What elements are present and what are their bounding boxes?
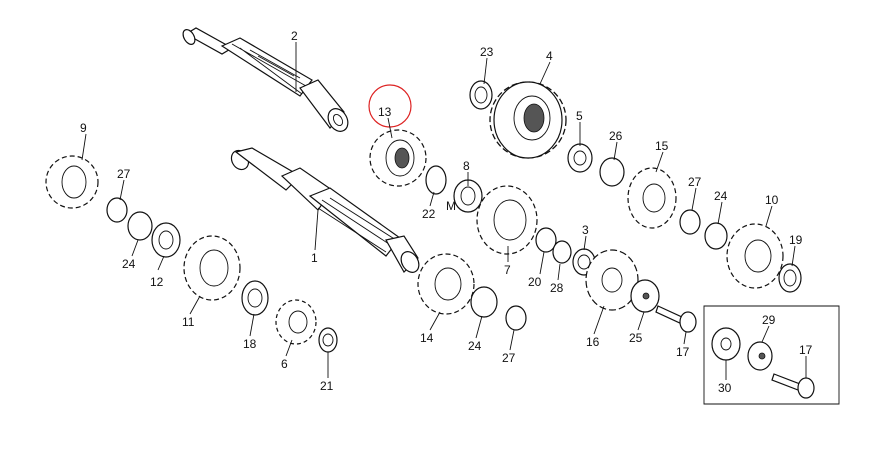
label-part-16: 16 (586, 335, 600, 349)
label-part-27-mid: 27 (502, 351, 516, 365)
label-part-11: 11 (182, 315, 195, 329)
part-27-clip-left (106, 197, 128, 223)
part-5-bushing (567, 143, 593, 173)
part-labels: 2 13 23 4 5 26 15 27 24 10 19 9 27 8 22 … (80, 29, 813, 395)
label-part-7: 7 (504, 263, 511, 277)
leader-lines (81, 42, 807, 380)
label-part-21: 21 (320, 379, 334, 393)
label-part-15: 15 (655, 139, 669, 153)
label-part-22: 22 (422, 207, 436, 221)
part-28-washer (552, 240, 572, 264)
label-part-13: 13 (378, 105, 392, 119)
part-19-washer (778, 263, 802, 293)
part-9-gear (45, 155, 99, 209)
label-part-3: 3 (582, 223, 589, 237)
label-part-6: 6 (281, 357, 288, 371)
label-part-23: 23 (480, 45, 494, 59)
part-10-gear (726, 223, 784, 289)
part-23-washer (469, 80, 493, 110)
label-part-12: 12 (150, 275, 164, 289)
part-30-washer (711, 327, 741, 361)
label-part-24-mid: 24 (468, 339, 482, 353)
label-part-24-left: 24 (122, 257, 136, 271)
label-part-14: 14 (420, 331, 434, 345)
label-part-1: 1 (311, 251, 318, 265)
part-27-clip-mid (505, 305, 527, 331)
label-part-27-right: 27 (688, 175, 702, 189)
part-24-washer-left (127, 211, 153, 241)
part-29-plate (747, 341, 773, 371)
label-part-19: 19 (789, 233, 803, 247)
part-24-washer-mid (470, 286, 498, 318)
label-part-9: 9 (80, 121, 87, 135)
label-part-17: 17 (676, 345, 690, 359)
label-part-25: 25 (629, 331, 643, 345)
label-part-5: 5 (576, 109, 583, 123)
label-part-29: 29 (762, 313, 776, 327)
label-part-17-inset: 17 (799, 343, 813, 357)
label-part-10: 10 (765, 193, 779, 207)
part-24-washer-right (704, 222, 728, 250)
label-part-18: 18 (243, 337, 257, 351)
part-4-gear (489, 81, 567, 159)
part-1-countershaft (230, 147, 420, 273)
label-part-4: 4 (546, 49, 553, 63)
part-25-plate (630, 279, 660, 313)
part-17-bolt-inset (771, 373, 815, 399)
part-14-gear (417, 253, 475, 315)
label-part-26: 26 (609, 129, 623, 143)
part-17-bolt (655, 305, 697, 333)
label-part-20: 20 (528, 275, 542, 289)
label-part-2: 2 (291, 29, 298, 43)
part-13-gear (369, 129, 427, 187)
part-12-bushing (151, 222, 181, 258)
label-part-24-right: 24 (714, 189, 728, 203)
part-18-washer (241, 280, 269, 316)
part-7-gear (476, 185, 538, 255)
label-part-8: 8 (463, 159, 470, 173)
part-11-gear (183, 235, 241, 301)
part-2-mainshaft (182, 27, 349, 132)
label-part-27-left: 27 (117, 167, 131, 181)
label-part-28: 28 (550, 281, 564, 295)
part-22-washer (425, 165, 447, 195)
part-21-washer (318, 327, 338, 353)
part-6-gear (275, 299, 317, 345)
part-27-clip-right (679, 209, 701, 235)
part-20-washer (535, 227, 557, 253)
part-26-washer (599, 157, 625, 187)
part-16-sprocket (585, 249, 639, 311)
part-15-gear (627, 167, 677, 229)
label-part-30: 30 (718, 381, 732, 395)
watermark-text: M (446, 199, 456, 213)
